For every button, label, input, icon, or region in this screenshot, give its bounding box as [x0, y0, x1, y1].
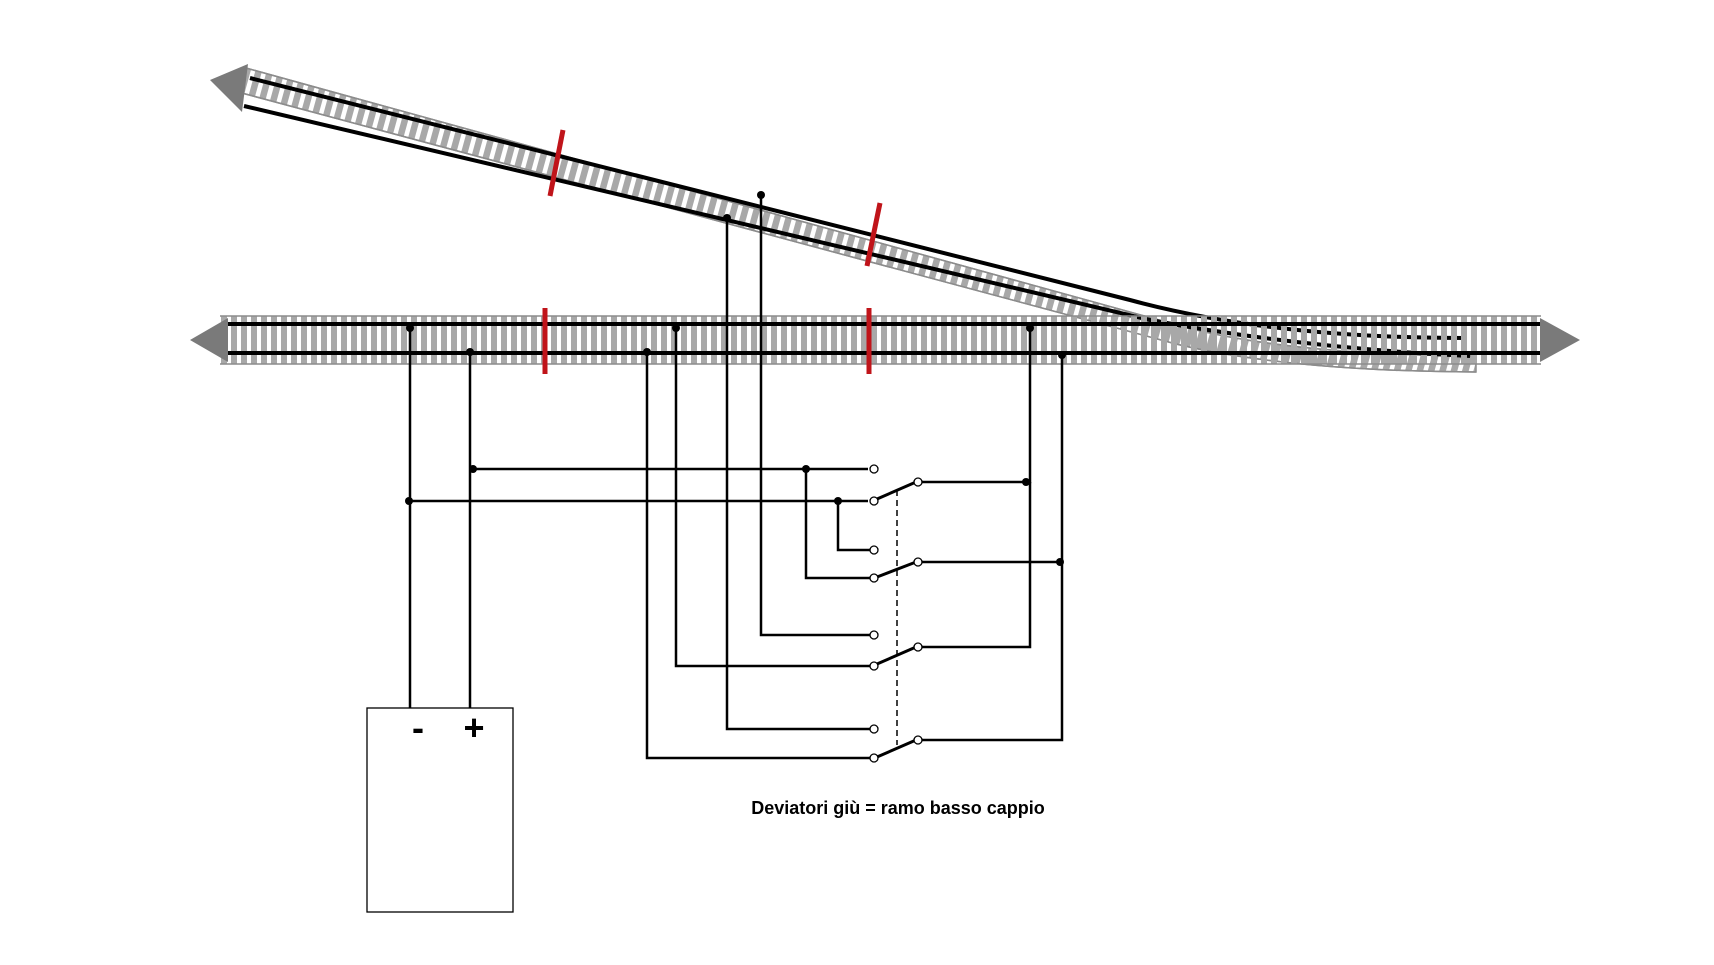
switch-contacts	[869, 464, 923, 763]
switch-contact-common-2	[913, 557, 923, 567]
switch-blade-2	[876, 560, 917, 579]
wire-pos-to-contact-4	[804, 469, 870, 580]
branch-insulated-joint-left	[547, 129, 566, 197]
junction-dot	[469, 465, 477, 473]
junction-dot	[802, 465, 810, 473]
wire-common-3	[918, 482, 1032, 649]
junction-dot	[1022, 478, 1030, 486]
junction-dot	[672, 324, 680, 332]
switch-contact-common-3	[913, 642, 923, 652]
switch-contact-upper-3	[869, 630, 879, 640]
switch-blade-4	[876, 738, 917, 759]
junction-dot	[834, 497, 842, 505]
junction-dot	[757, 191, 765, 199]
junction-dot	[723, 214, 731, 222]
junction-dots	[405, 191, 1066, 566]
branch-insulated-joint-right	[864, 202, 883, 267]
junction-dot	[1058, 351, 1066, 359]
junction-dot	[1026, 324, 1034, 332]
switch-contact-lower-4	[869, 753, 879, 763]
switch-contact-upper-1	[869, 464, 879, 474]
switch-contact-lower-2	[869, 573, 879, 583]
switch-contact-lower-3	[869, 661, 879, 671]
switch-blade-3	[876, 645, 917, 666]
positive-terminal-label: +	[463, 707, 484, 748]
switch-contact-common-4	[913, 735, 923, 745]
junction-dot	[406, 324, 414, 332]
switch-blade-1	[876, 480, 917, 501]
switch-contact-common-1	[913, 477, 923, 487]
negative-terminal-label: -	[412, 707, 424, 748]
power-supply-box	[366, 707, 514, 913]
main-track	[190, 308, 1580, 374]
wire-inner-rail-upper	[674, 326, 870, 668]
switch-contact-upper-4	[869, 724, 879, 734]
switch-contact-lower-1	[869, 496, 879, 506]
main-track-end-arrow-left	[190, 318, 228, 362]
wire-common-4	[918, 562, 1064, 742]
branch-track-edge-top	[245, 67, 1477, 357]
branch-rail-upper	[249, 76, 1466, 340]
wire-inner-rail-lower	[645, 351, 870, 760]
wire-common-2	[918, 355, 1064, 564]
power-supply: - +	[366, 707, 514, 913]
main-track-end-arrow-right	[1540, 318, 1580, 362]
junction-dot	[405, 497, 413, 505]
junction-dot	[466, 348, 474, 356]
junction-dot	[643, 348, 651, 356]
changeover-switch	[869, 464, 923, 763]
branch-track-end-arrow	[210, 64, 248, 112]
wire-neg-to-contact-3	[836, 501, 870, 552]
diagram-caption: Deviatori giù = ramo basso cappio	[751, 798, 1045, 818]
wire-branch-rail-lower	[725, 218, 870, 731]
wire-branch-rail-upper	[759, 193, 870, 637]
junction-dot	[1056, 558, 1064, 566]
switch-contact-upper-2	[869, 545, 879, 555]
